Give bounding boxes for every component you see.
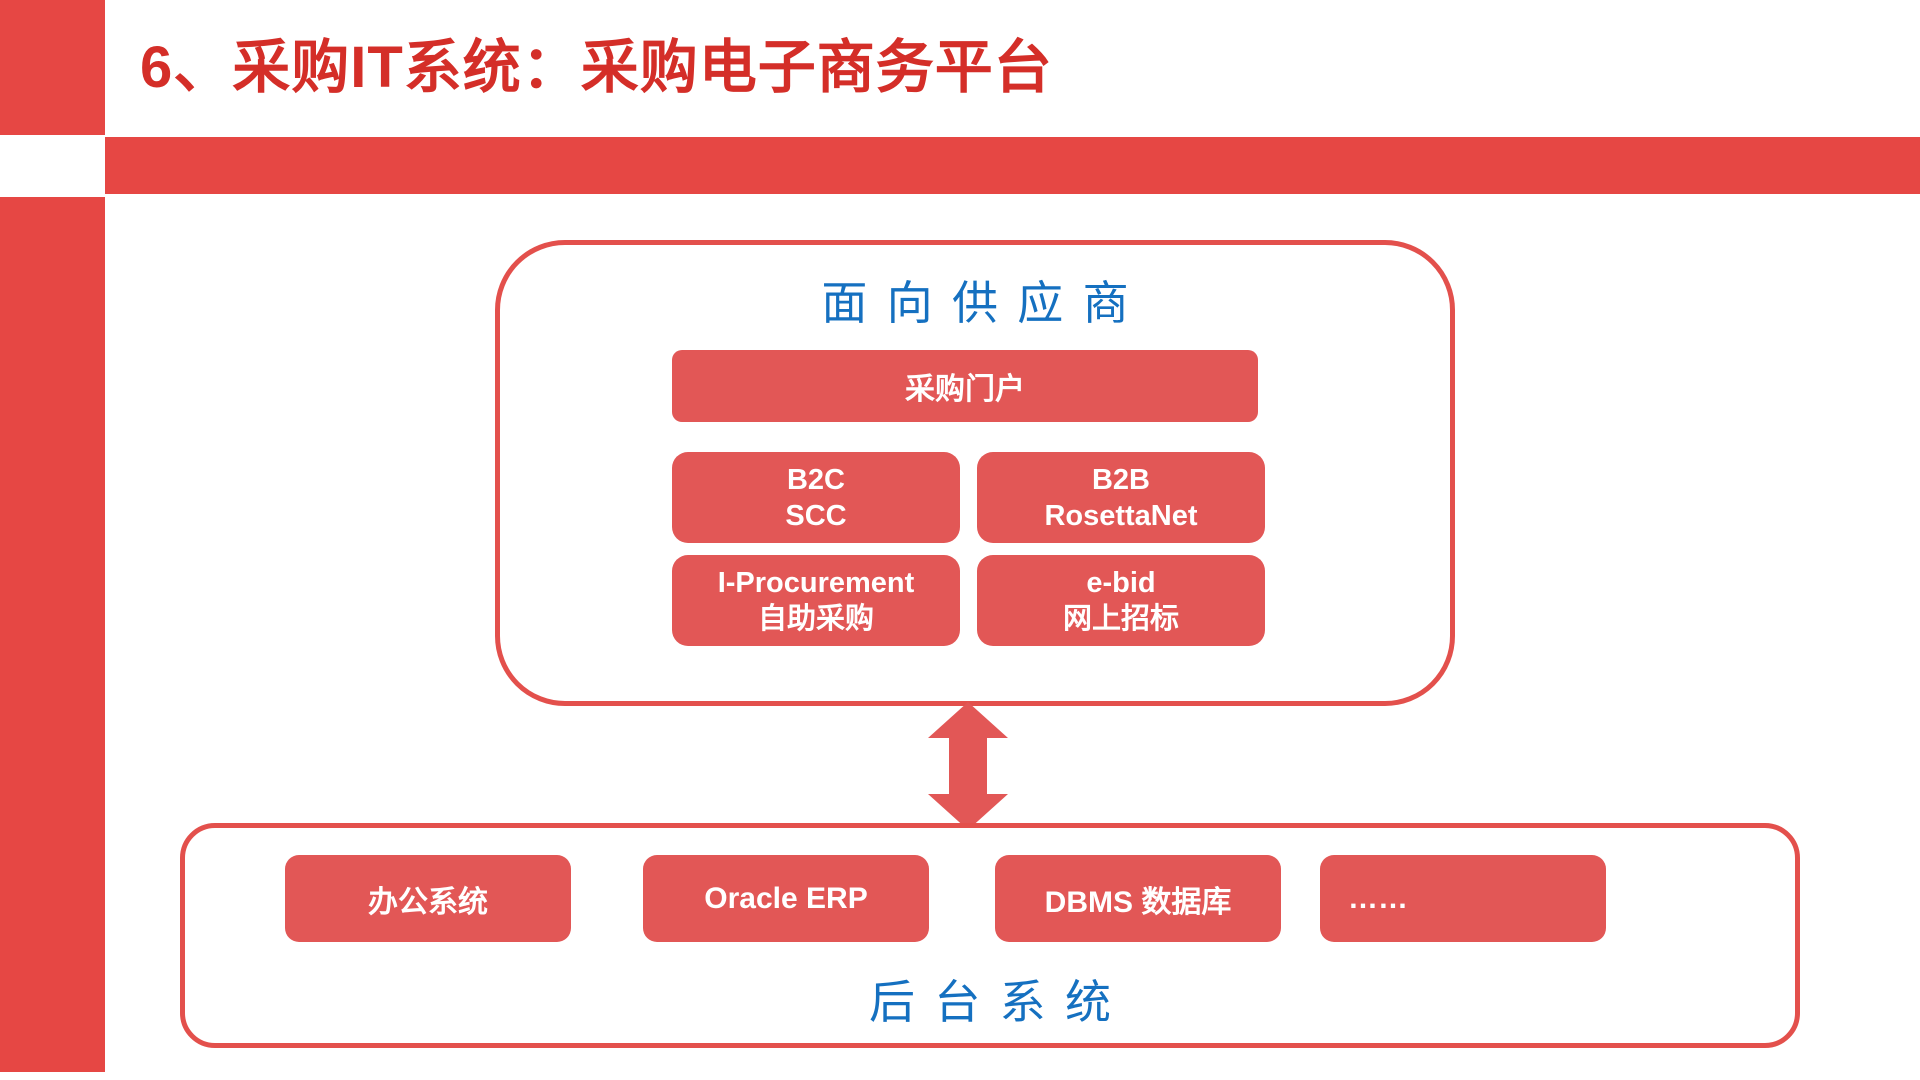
ellipsis-box: ……: [1320, 855, 1606, 942]
online-bidding-label: 网上招标: [1062, 602, 1179, 635]
dbms-label: DBMS 数据库: [1044, 885, 1232, 919]
iprocurement-box: I-Procurement 自助采购: [672, 555, 960, 646]
supplier-panel: 面向供应商 采购门户 B2C SCC B2B RosettaNet I-Proc…: [495, 240, 1455, 706]
left-accent-bar-top: [0, 0, 105, 135]
dbms-box: DBMS 数据库: [995, 855, 1281, 942]
ebid-label: e-bid: [1086, 566, 1156, 599]
b2c-scc-box: B2C SCC: [672, 452, 960, 543]
iprocurement-label: I-Procurement: [717, 566, 915, 599]
procurement-portal-box: 采购门户: [672, 350, 1258, 422]
procurement-portal-label: 采购门户: [905, 373, 1025, 406]
b2b-label: B2B: [1091, 463, 1150, 496]
oracle-erp-label: Oracle ERP: [704, 881, 868, 915]
self-service-procurement-label: 自助采购: [757, 602, 874, 635]
backend-panel-heading: 后台系统: [869, 976, 1131, 1028]
ebid-box: e-bid 网上招标: [977, 555, 1265, 646]
page-title: 6、采购IT系统：采购电子商务平台: [140, 35, 1053, 100]
title-underline-band: [105, 137, 1920, 194]
ellipsis-label: ……: [1348, 881, 1408, 915]
office-system-box: 办公系统: [285, 855, 571, 942]
rosettanet-label: RosettaNet: [1044, 499, 1198, 532]
scc-label: SCC: [785, 499, 847, 532]
supplier-panel-heading: 面向供应商: [821, 277, 1148, 329]
oracle-erp-box: Oracle ERP: [643, 855, 929, 942]
left-accent-bar-bottom: [0, 197, 105, 1072]
backend-panel: 办公系统 Oracle ERP DBMS 数据库 …… 后台系统: [180, 823, 1800, 1048]
b2b-rosettanet-box: B2B RosettaNet: [977, 452, 1265, 543]
office-system-label: 办公系统: [368, 885, 488, 919]
b2c-label: B2C: [786, 463, 845, 496]
double-arrow-icon: [928, 702, 1008, 830]
